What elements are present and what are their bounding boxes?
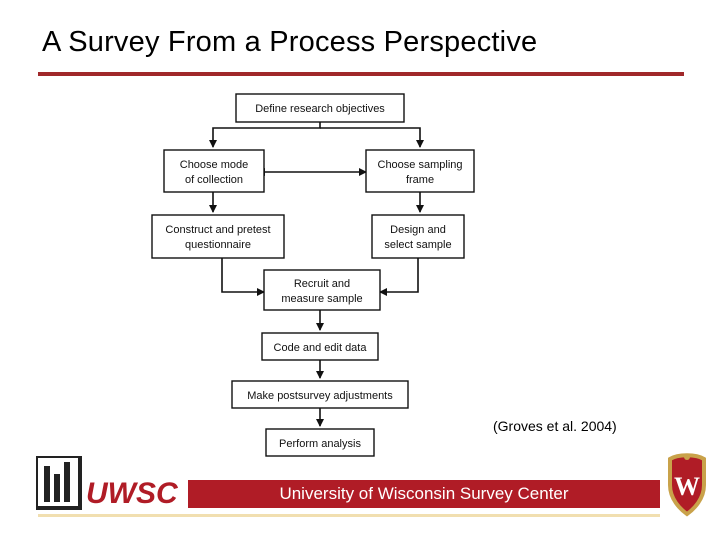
diagram-box-analysis: Perform analysis <box>265 428 375 457</box>
diagram-box-code: Code and edit data <box>261 332 379 361</box>
title-divider <box>38 72 684 76</box>
diagram-box-adjust: Make postsurvey adjustments <box>231 380 409 409</box>
arrow-define-to-mode <box>209 122 321 148</box>
box-construct-line1: Construct and pretest <box>165 224 270 236</box>
flow-arrows <box>209 122 424 427</box>
arrow-define-to-frame <box>320 127 424 148</box>
diagram-box-design: Design and select sample <box>371 214 465 259</box>
box-recruit-line2: measure sample <box>281 293 362 305</box>
citation-text: (Groves et al. 2004) <box>493 418 617 434</box>
arrow-construct-to-recruit <box>221 258 265 296</box>
box-code-label: Code and edit data <box>274 342 368 354</box>
diagram-box-mode: Choose mode of collection <box>163 149 265 193</box>
diagram-box-construct: Construct and pretest questionnaire <box>151 214 285 259</box>
uwsc-logo: UWSC <box>36 456 179 510</box>
arrow-design-to-recruit <box>379 258 419 296</box>
box-construct-line2: questionnaire <box>185 239 251 251</box>
diagram-box-frame: Choose sampling frame <box>365 149 475 193</box>
footer-bar: University of Wisconsin Survey Center <box>188 480 660 508</box>
diagram-box-define: Define research objectives <box>235 93 405 123</box>
crest-letter: W <box>674 472 700 501</box>
uw-crest: W <box>668 453 706 517</box>
box-define-label: Define research objectives <box>255 103 385 115</box>
box-mode-line2: of collection <box>185 174 243 186</box>
box-frame-line1: Choose sampling <box>378 159 463 171</box>
footer-text: University of Wisconsin Survey Center <box>279 484 569 503</box>
box-recruit-line1: Recruit and <box>294 278 350 290</box>
logo-text: UWSC <box>86 477 179 510</box>
box-analysis-label: Perform analysis <box>279 438 361 450</box>
box-adjust-label: Make postsurvey adjustments <box>247 390 393 402</box>
footer-underline <box>38 514 660 517</box>
box-design-line2: select sample <box>384 239 451 251</box>
box-mode-line1: Choose mode <box>180 159 249 171</box>
box-frame-line2: frame <box>406 174 434 186</box>
slide-title: A Survey From a Process Perspective <box>42 26 538 58</box>
box-design-line1: Design and <box>390 224 446 236</box>
diagram-box-recruit: Recruit and measure sample <box>263 269 381 311</box>
